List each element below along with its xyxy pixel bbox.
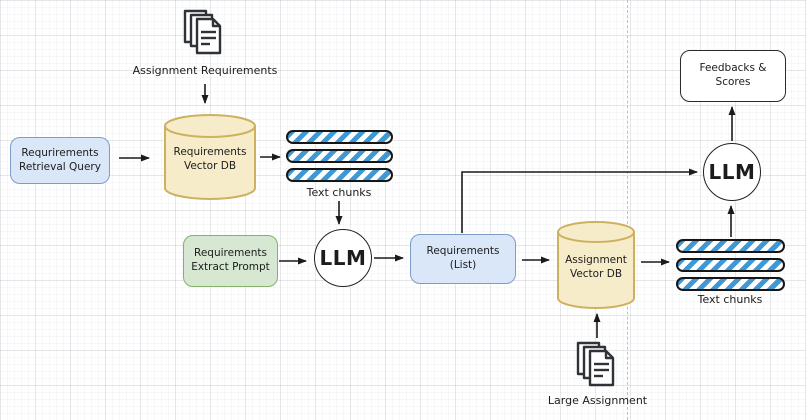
connector-list-to-llm-right (461, 168, 698, 233)
text-chunk-bar (676, 239, 785, 253)
requirements-list-label: Requirements (List) (426, 245, 500, 271)
text-chunks-left-bars[interactable] (286, 130, 393, 182)
page-guide-line (627, 0, 628, 420)
large-assignment-label: Large Assignment (547, 394, 648, 407)
assignment-requirements-label: Assignment Requirements (132, 64, 278, 77)
llm-right-circle[interactable]: LLM (703, 143, 761, 201)
requirements-extract-prompt-label: Requirements Extract Prompt (191, 247, 270, 273)
text-chunk-bar (286, 168, 393, 182)
text-chunk-bar (286, 149, 393, 163)
llm-left-circle[interactable]: LLM (314, 229, 372, 287)
requirements-list-box[interactable]: Requirements (List) (410, 234, 516, 284)
retrieval-query-box[interactable]: Requrirements Retrieval Query (10, 137, 110, 184)
retrieval-query-label: Requrirements Retrieval Query (19, 146, 101, 173)
feedbacks-scores-label: Feedbacks & Scores (699, 62, 767, 88)
llm-right-label: LLM (708, 160, 756, 184)
document-stack-icon[interactable] (182, 9, 228, 59)
feedbacks-scores-box[interactable]: Feedbacks & Scores (680, 50, 786, 102)
requirements-extract-prompt-box[interactable]: Requirements Extract Prompt (183, 235, 278, 287)
text-chunks-right-bars[interactable] (676, 239, 785, 291)
assignment-vector-db-cylinder[interactable]: Assignment Vector DB (556, 220, 636, 310)
assignment-vector-db-label: Assignment Vector DB (565, 254, 627, 280)
llm-left-label: LLM (319, 246, 367, 270)
text-chunk-bar (676, 258, 785, 272)
text-chunk-bar (286, 130, 393, 144)
requirements-vector-db-label: Requirements Vector DB (173, 146, 247, 173)
requirements-vector-db-cylinder[interactable]: Requirements Vector DB (163, 113, 257, 201)
text-chunks-right-label: Text chunks (697, 293, 763, 306)
text-chunks-left-label: Text chunks (306, 186, 372, 199)
text-chunk-bar (676, 277, 785, 291)
document-stack-icon[interactable] (575, 341, 621, 391)
